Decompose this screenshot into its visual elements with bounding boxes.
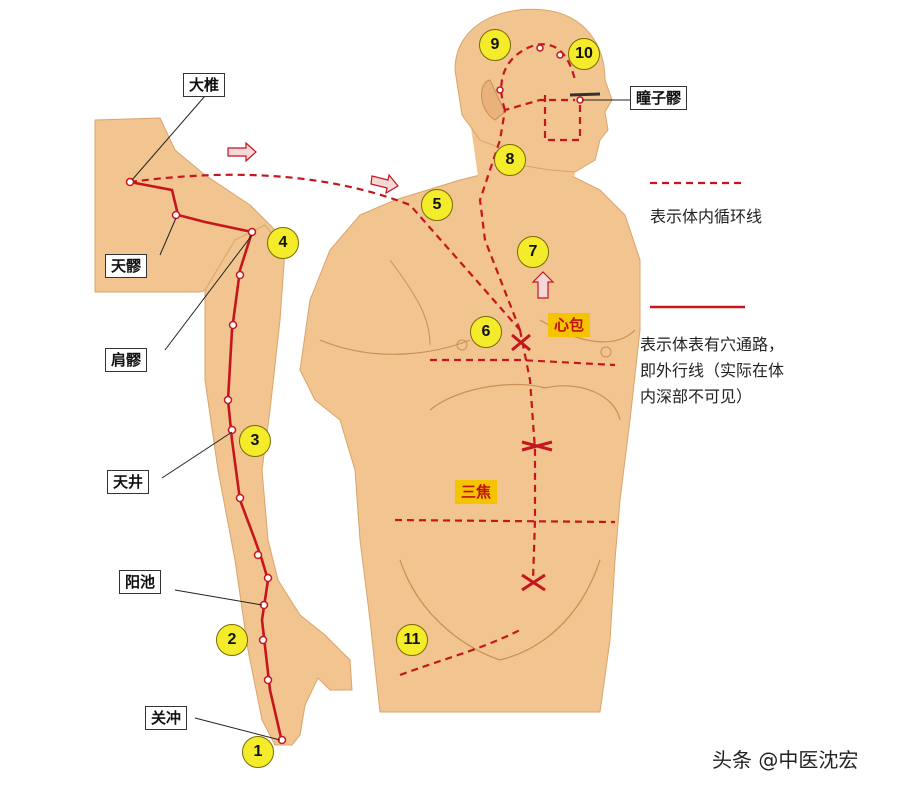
- organ-xinbao: 心包: [548, 313, 591, 337]
- point-upperarm-2: [228, 320, 238, 330]
- head-loop-dash: [500, 43, 577, 111]
- leader-lines: [131, 95, 630, 741]
- flow-arrow-3: [531, 271, 555, 299]
- external-pathway: [129, 180, 284, 743]
- point-head-2: [556, 51, 564, 59]
- point-dazhui: [125, 177, 135, 187]
- point-wrist-1: [258, 635, 268, 645]
- marker-5: 5: [421, 189, 453, 221]
- ear: [481, 79, 506, 121]
- label-dazhui: 大椎: [183, 73, 226, 97]
- face-dash: [543, 95, 582, 142]
- waist-dash: [394, 518, 616, 524]
- label-guanchong: 关冲: [145, 706, 188, 730]
- legend-lines: [650, 181, 745, 309]
- flow-arrow-1: [227, 141, 257, 163]
- marker-6: 6: [470, 316, 502, 348]
- neck-up-dash: [478, 98, 575, 331]
- point-hand: [263, 675, 273, 685]
- hip-contour: [399, 559, 601, 661]
- eye: [569, 92, 601, 97]
- chest-lateral-dash: [430, 358, 616, 367]
- leader-yangchi: [174, 589, 263, 606]
- label-tianliao: 天髎: [105, 254, 148, 278]
- point-forearm-1: [263, 573, 273, 583]
- marker-2: 2: [216, 624, 248, 656]
- legend-external-line3: 内深部不可见）: [640, 387, 753, 406]
- point-upperarm-1: [223, 395, 233, 405]
- organ-sanjiao: 三焦: [455, 480, 498, 504]
- label-jianliao: 肩髎: [105, 348, 148, 372]
- point-head-3: [496, 86, 504, 94]
- leader-guanchong: [194, 717, 281, 741]
- shoulder-to-chest-dash: [129, 173, 521, 331]
- legend-external-line1: 表示体表有穴通路，: [640, 335, 785, 354]
- leader-jianliao: [164, 234, 253, 351]
- marker-4: 4: [267, 227, 299, 259]
- ribcage-contour: [429, 383, 621, 421]
- cross-marks: [511, 333, 553, 592]
- internal-pathway: [129, 43, 616, 677]
- shoulder-contour: [389, 259, 431, 346]
- label-tongziliao: 瞳子髎: [630, 86, 688, 110]
- arm-meridian-line: [129, 180, 284, 743]
- legend-internal-text: 表示体内循环线: [650, 207, 763, 226]
- leader-tianliao: [159, 217, 177, 256]
- point-forearm-2: [253, 550, 263, 560]
- arm: [204, 224, 353, 746]
- label-yangchi: 阳池: [119, 570, 162, 594]
- marker-9: 9: [479, 29, 511, 61]
- point-tianliao: [171, 210, 181, 220]
- chest-to-belly-dash: [518, 329, 537, 581]
- marker-10: 10: [568, 38, 600, 70]
- point-forearm-3: [235, 493, 245, 503]
- marker-1: 1: [242, 736, 274, 768]
- nipple-left: [456, 339, 468, 351]
- cross-middle: [521, 440, 553, 452]
- flow-arrow-2: [370, 173, 399, 195]
- label-tianjing: 天井: [107, 470, 150, 494]
- cross-heart: [511, 333, 531, 352]
- cross-lower: [521, 573, 546, 592]
- watermark: 头条 @中医沈宏: [712, 748, 859, 772]
- marker-7: 7: [517, 236, 549, 268]
- nipple-right: [600, 346, 612, 358]
- point-upperarm-3: [235, 270, 245, 280]
- marker-8: 8: [494, 144, 526, 176]
- torso: [299, 169, 641, 713]
- leader-tianjing: [161, 431, 233, 479]
- point-head-1: [536, 44, 544, 52]
- marker-11: 11: [396, 624, 428, 656]
- point-tianjing: [227, 425, 237, 435]
- leader-dazhui: [131, 95, 206, 181]
- point-jianliao: [247, 227, 257, 237]
- acupoints: [125, 44, 584, 745]
- flow-arrows: [227, 141, 555, 299]
- legend-external-line2: 即外行线（实际在体: [640, 361, 785, 380]
- marker-3: 3: [239, 425, 271, 457]
- body-figures: [94, 8, 641, 746]
- groin-dash: [399, 629, 521, 677]
